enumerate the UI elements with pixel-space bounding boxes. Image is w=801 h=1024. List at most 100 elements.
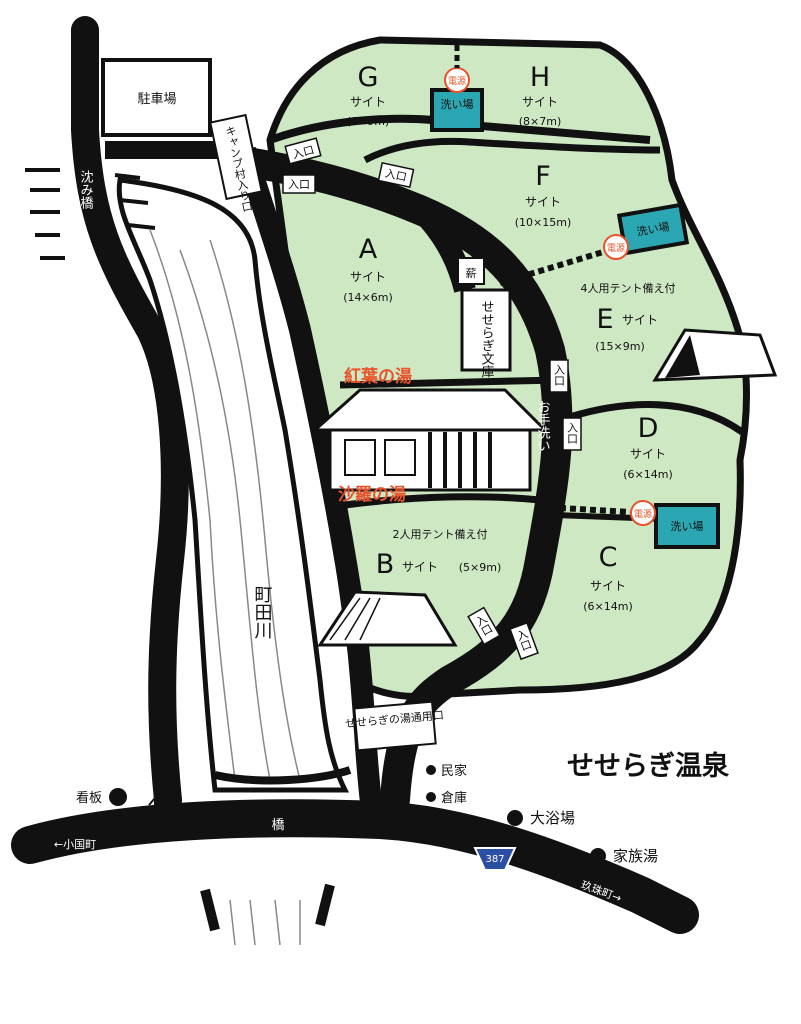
up-arrow-icon bbox=[148, 796, 399, 817]
site-label: サイト bbox=[350, 270, 386, 284]
svg-text:入口: 入口 bbox=[291, 143, 316, 161]
site-letter: A bbox=[359, 234, 378, 265]
legend-daiyokujo: 大浴場 bbox=[507, 809, 575, 827]
svg-text:電源: 電源 bbox=[634, 509, 652, 520]
site-note: 2人用テント備え付 bbox=[393, 528, 488, 541]
library: せせらぎ文庫 bbox=[460, 288, 512, 378]
bridge-sink-label: 沈み橋 bbox=[78, 170, 94, 210]
svg-text:家族湯: 家族湯 bbox=[613, 847, 658, 865]
site-c[interactable]: C サイト (6×14m) bbox=[583, 542, 633, 613]
bath-entrance-sign: せせらぎの湯通用口 bbox=[344, 700, 444, 752]
restroom-label: お手洗い bbox=[535, 400, 551, 452]
site-label: サイト bbox=[522, 95, 558, 109]
bath-building bbox=[311, 388, 549, 492]
legend-kanban: 看板 bbox=[76, 788, 127, 806]
shara-bath-label: 沙羅の湯 bbox=[338, 485, 406, 505]
site-label: サイト bbox=[630, 447, 666, 461]
svg-text:薪: 薪 bbox=[466, 267, 477, 280]
parking-label: 駐車場 bbox=[137, 92, 176, 107]
site-letter: D bbox=[638, 413, 659, 444]
svg-text:民家: 民家 bbox=[441, 763, 467, 779]
site-size: (8×7m) bbox=[519, 115, 562, 128]
site-letter: B bbox=[376, 549, 395, 580]
washroom-d: 洗い場 bbox=[654, 503, 720, 549]
river-label: 町田川 bbox=[252, 585, 273, 639]
svg-text:387: 387 bbox=[485, 854, 504, 865]
site-label: サイト bbox=[525, 195, 561, 209]
route-387 bbox=[11, 799, 699, 934]
legend-kazokuyu: 家族湯 bbox=[590, 847, 658, 865]
site-size: (9×9m) bbox=[347, 115, 390, 128]
power-cable bbox=[499, 249, 604, 286]
power-cable bbox=[559, 505, 631, 515]
parking-lot bbox=[101, 58, 212, 137]
site-label: サイト bbox=[622, 313, 658, 327]
bridge-sink-ticks bbox=[25, 168, 156, 260]
entrance-tag: 入口 bbox=[284, 137, 322, 165]
svg-text:電源: 電源 bbox=[448, 76, 466, 87]
svg-text:大浴場: 大浴場 bbox=[530, 809, 575, 827]
site-letter: H bbox=[530, 62, 550, 93]
legend-minka: 民家 bbox=[426, 763, 467, 779]
svg-text:洗い場: 洗い場 bbox=[671, 520, 704, 533]
site-size: (6×14m) bbox=[623, 468, 673, 481]
svg-text:洗い場: 洗い場 bbox=[636, 220, 671, 239]
entrance-tag: 入口 bbox=[377, 161, 415, 189]
site-letter: C bbox=[599, 542, 618, 573]
entrance-tag: 入口 bbox=[549, 359, 569, 393]
site-h[interactable]: H サイト (8×7m) bbox=[519, 62, 562, 128]
site-label: サイト bbox=[590, 579, 626, 593]
river-flow-line bbox=[179, 249, 271, 781]
washroom-f: 洗い場 bbox=[616, 202, 690, 256]
power-icon: 電源 bbox=[444, 67, 470, 93]
svg-text:電源: 電源 bbox=[607, 243, 625, 254]
tent-e bbox=[652, 328, 778, 382]
site-label: サイト bbox=[402, 560, 438, 574]
site-letter: E bbox=[596, 304, 613, 335]
power-icon: 電源 bbox=[630, 500, 656, 526]
bridge-label: 橋 bbox=[271, 818, 284, 833]
site-a[interactable]: A サイト (14×6m) bbox=[343, 234, 393, 304]
site-size: (15×9m) bbox=[595, 340, 645, 353]
koyo-bath-label: 紅葉の湯 bbox=[344, 366, 412, 387]
site-b[interactable]: 2人用テント備え付 B サイト (5×9m) bbox=[376, 528, 502, 580]
svg-text:入口: 入口 bbox=[553, 364, 566, 386]
river bbox=[116, 177, 350, 793]
path-f-divider bbox=[363, 137, 661, 164]
site-size: (10×15m) bbox=[515, 216, 572, 229]
firewood: 薪 bbox=[457, 257, 485, 285]
site-size: (6×14m) bbox=[583, 600, 633, 613]
entrance-tag: 入口 bbox=[282, 174, 316, 194]
left-road bbox=[71, 16, 189, 814]
tent-b bbox=[317, 590, 458, 647]
washroom-h: 洗い場 bbox=[430, 88, 484, 132]
site-size: (5×9m) bbox=[459, 561, 502, 574]
entrance-tag: 入口 bbox=[467, 606, 501, 646]
site-label: サイト bbox=[350, 95, 386, 109]
river-top-arc bbox=[214, 766, 352, 785]
river-flow-line bbox=[149, 229, 236, 781]
path-b-divider bbox=[344, 493, 541, 509]
path-d-divider bbox=[558, 401, 745, 435]
camp-entrance-sign bbox=[209, 113, 263, 201]
site-size: (14×6m) bbox=[343, 291, 393, 304]
svg-text:入口: 入口 bbox=[384, 167, 408, 184]
site-d[interactable]: D サイト (6×14m) bbox=[623, 413, 673, 481]
river-flow-line bbox=[209, 239, 301, 781]
site-e[interactable]: 4人用テント備え付 E サイト (15×9m) bbox=[581, 282, 676, 353]
path-a-divider bbox=[339, 376, 561, 389]
river-below bbox=[229, 899, 301, 946]
entrance-tag: 入口 bbox=[509, 621, 539, 661]
left-town-label: ←小国町 bbox=[54, 838, 96, 851]
svg-text:入口: 入口 bbox=[566, 422, 579, 444]
svg-text:せせらぎ文庫: せせらぎ文庫 bbox=[479, 300, 495, 378]
bridge-under bbox=[200, 883, 335, 932]
svg-text:入口: 入口 bbox=[288, 178, 310, 191]
site-g[interactable]: G サイト (9×9m) bbox=[347, 62, 390, 128]
site-note: 4人用テント備え付 bbox=[581, 282, 676, 295]
site-f[interactable]: F サイト (10×15m) bbox=[515, 161, 572, 229]
legend-soko: 倉庫 bbox=[426, 791, 467, 806]
svg-text:洗い場: 洗い場 bbox=[441, 98, 474, 111]
entrance-tag: 入口 bbox=[562, 417, 582, 451]
